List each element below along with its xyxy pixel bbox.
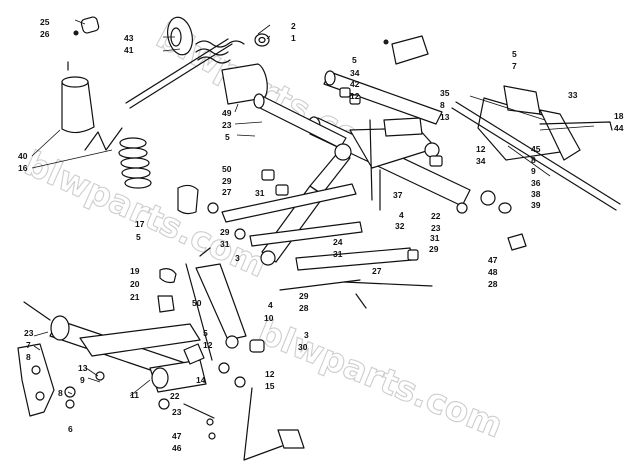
callout-7: 7 xyxy=(512,61,517,71)
callout-29: 29 xyxy=(222,176,232,186)
callout-45: 45 xyxy=(531,144,541,154)
callout-12: 12 xyxy=(265,369,275,379)
callout-47: 47 xyxy=(488,255,498,265)
callout-49: 49 xyxy=(222,108,232,118)
callout-34: 34 xyxy=(476,156,486,166)
callout-23: 23 xyxy=(431,223,441,233)
callout-43: 43 xyxy=(124,33,134,43)
callout-29: 29 xyxy=(220,227,230,237)
callout-31: 31 xyxy=(430,233,440,243)
callout-27: 27 xyxy=(372,266,382,276)
callout-1: 1 xyxy=(291,33,296,43)
callout-9: 9 xyxy=(80,375,85,385)
callout-41: 41 xyxy=(124,45,134,55)
coil-spring-assembly xyxy=(31,61,152,189)
callout-23: 23 xyxy=(222,120,232,130)
callout-38: 38 xyxy=(531,189,541,199)
callout-44: 44 xyxy=(614,123,624,133)
callout-3: 3 xyxy=(304,330,309,340)
callout-24: 24 xyxy=(333,237,343,247)
callout-5: 5 xyxy=(203,328,208,338)
callout-22: 22 xyxy=(170,391,180,401)
callout-4: 4 xyxy=(399,210,404,220)
callout-33: 33 xyxy=(568,90,578,100)
callout-31: 31 xyxy=(333,249,343,259)
callout-11: 11 xyxy=(130,390,139,400)
callout-19: 19 xyxy=(130,266,140,276)
callout-5: 5 xyxy=(512,49,517,59)
callout-5: 5 xyxy=(136,232,141,242)
callout-46: 46 xyxy=(172,443,182,453)
callout-9: 9 xyxy=(531,166,536,176)
callout-17: 17 xyxy=(135,219,145,229)
callout-5: 5 xyxy=(352,55,357,65)
callout-31: 31 xyxy=(220,239,230,249)
callout-47: 47 xyxy=(172,431,182,441)
callout-34: 34 xyxy=(350,68,360,78)
callout-15: 15 xyxy=(265,381,275,391)
callout-27: 27 xyxy=(222,187,232,197)
callout-30: 30 xyxy=(298,342,308,352)
callout-3: 3 xyxy=(235,253,240,263)
callout-35: 35 xyxy=(440,88,450,98)
callout-5: 5 xyxy=(225,132,230,142)
rear-axle-bracket xyxy=(451,85,621,251)
callout-14: 14 xyxy=(196,375,206,385)
callout-42: 42 xyxy=(350,79,360,89)
watermark-bottom: blwparts.com xyxy=(252,312,508,446)
callout-37: 37 xyxy=(393,190,403,200)
callout-48: 48 xyxy=(488,267,498,277)
callout-12: 12 xyxy=(203,340,213,350)
callout-22: 22 xyxy=(431,211,441,221)
callout-26: 26 xyxy=(40,29,50,39)
callout-28: 28 xyxy=(299,303,309,313)
front-arm-assembly xyxy=(17,184,305,461)
callout-8: 8 xyxy=(531,155,536,165)
callout-12: 12 xyxy=(476,144,486,154)
callout-31: 31 xyxy=(255,188,265,198)
callout-18: 18 xyxy=(614,111,624,121)
callout-39: 39 xyxy=(531,200,541,210)
callout-40: 40 xyxy=(18,151,28,161)
callout-16: 16 xyxy=(18,163,28,173)
rear-torque-arm-assembly xyxy=(207,169,433,309)
callout-28: 28 xyxy=(488,279,498,289)
rear-arm-shaft-assembly xyxy=(253,35,471,214)
callout-50: 50 xyxy=(192,298,202,308)
callout-29: 29 xyxy=(299,291,309,301)
callout-12: 12 xyxy=(350,91,360,101)
callout-4: 4 xyxy=(268,300,273,310)
callout-labels: 25 26 2 1 43 41 49 23 5 5 34 42 12 5 7 3… xyxy=(18,17,624,453)
callout-13: 13 xyxy=(78,363,88,373)
callout-23: 23 xyxy=(172,407,182,417)
callout-23: 23 xyxy=(24,328,34,338)
callout-10: 10 xyxy=(264,313,274,323)
callout-32: 32 xyxy=(395,221,405,231)
upper-idler-assembly xyxy=(73,16,271,137)
callout-8: 8 xyxy=(58,388,63,398)
callout-8: 8 xyxy=(440,100,445,110)
callout-29: 29 xyxy=(429,244,439,254)
callout-6: 6 xyxy=(68,424,73,434)
callout-7: 7 xyxy=(26,340,31,350)
callout-50: 50 xyxy=(222,164,232,174)
callout-13: 13 xyxy=(440,112,450,122)
callout-21: 21 xyxy=(130,292,140,302)
callout-25: 25 xyxy=(40,17,50,27)
callout-20: 20 xyxy=(130,279,140,289)
callout-8: 8 xyxy=(26,352,31,362)
callout-36: 36 xyxy=(531,178,541,188)
callout-2: 2 xyxy=(291,21,296,31)
